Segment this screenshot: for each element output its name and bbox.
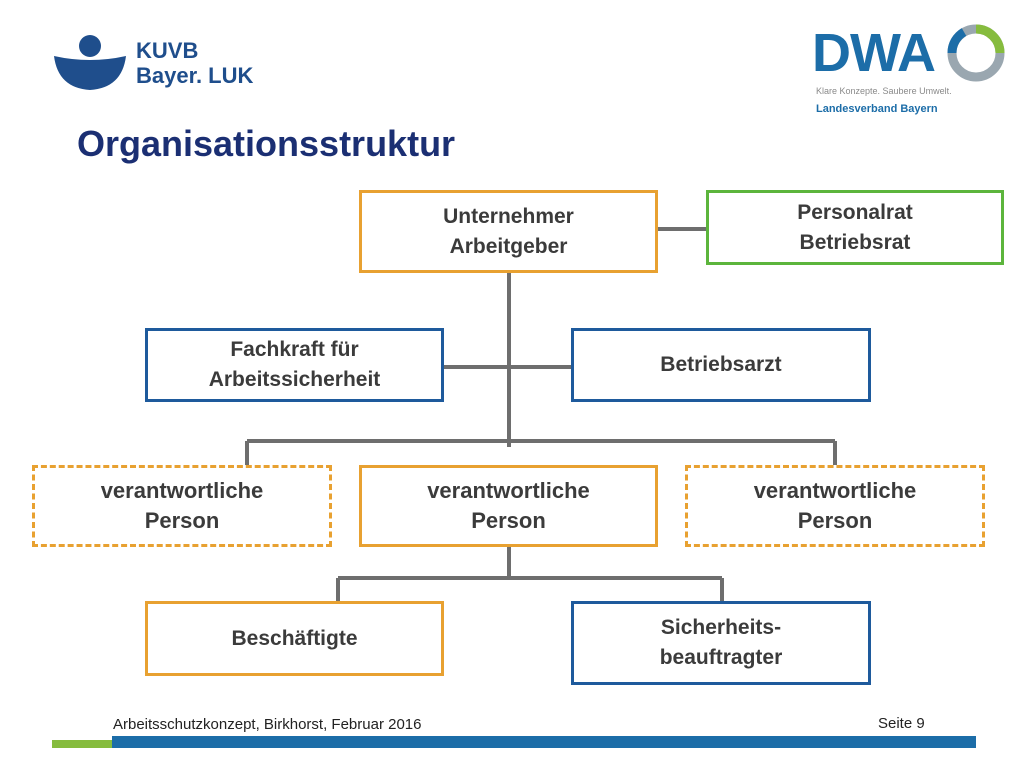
node-employees-label: Beschäftigte bbox=[231, 626, 358, 650]
kuvb-logo-line2: Bayer. LUK bbox=[136, 63, 254, 88]
dwa-logo: DWA Klare Konzepte. Saubere Umwelt. Land… bbox=[812, 22, 1008, 122]
footer-bar-green bbox=[52, 740, 112, 748]
dwa-ring-icon bbox=[947, 24, 1005, 82]
page-number: Seite 9 bbox=[878, 715, 925, 732]
kuvb-logo-line1: KUVB bbox=[136, 38, 199, 63]
footer-bar-blue bbox=[112, 736, 976, 748]
page-title: Organisationsstruktur bbox=[77, 123, 456, 164]
kuvb-figure-icon bbox=[54, 35, 126, 90]
node-safety-specialist: Fachkraft für Arbeitssicherheit bbox=[145, 328, 444, 402]
dwa-claim: Klare Konzepte. Saubere Umwelt. bbox=[816, 86, 952, 96]
node-staff-council-label: Personalrat Betriebsrat bbox=[797, 200, 913, 254]
node-responsible-center: verantwortliche Person bbox=[359, 465, 658, 547]
dwa-region: Landesverband Bayern bbox=[816, 103, 938, 115]
footer-text: Arbeitsschutzkonzept, Birkhorst, Februar… bbox=[113, 716, 422, 733]
node-responsible-center-label: verantwortliche Person bbox=[427, 478, 590, 533]
node-employees: Beschäftigte bbox=[145, 601, 444, 676]
node-responsible-right: verantwortliche Person bbox=[685, 465, 985, 547]
node-company-doctor: Betriebsarzt bbox=[571, 328, 871, 402]
node-safety-officer: Sicherheits- beauftragter bbox=[571, 601, 871, 685]
node-safety-specialist-label: Fachkraft für Arbeitssicherheit bbox=[208, 338, 381, 391]
node-responsible-left: verantwortliche Person bbox=[32, 465, 332, 547]
node-responsible-left-label: verantwortliche Person bbox=[100, 478, 264, 533]
node-safety-officer-label: Sicherheits- beauftragter bbox=[659, 616, 783, 669]
node-company-doctor-label: Betriebsarzt bbox=[660, 353, 782, 376]
dwa-wordmark: DWA bbox=[812, 23, 936, 83]
node-employer: Unternehmer Arbeitgeber bbox=[359, 190, 658, 273]
node-employer-label: Unternehmer Arbeitgeber bbox=[443, 204, 574, 258]
node-responsible-right-label: verantwortliche Person bbox=[753, 478, 917, 533]
kuvb-logo-text: KUVB Bayer. LUK bbox=[136, 38, 253, 88]
node-staff-council: Personalrat Betriebsrat bbox=[706, 190, 1004, 265]
kuvb-logo: KUVB Bayer. LUK bbox=[52, 34, 253, 94]
